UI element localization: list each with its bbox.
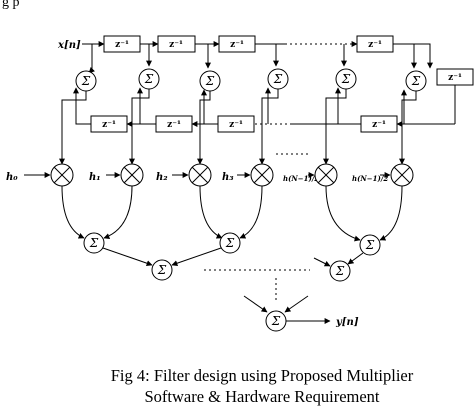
- mult-to-sum-wires: [61, 185, 403, 242]
- multiplier-6: [390, 163, 414, 187]
- delay-box-top-1: z⁻¹: [103, 35, 141, 53]
- sum-mid-2: Σ: [219, 232, 241, 254]
- output-label: y[n]: [335, 317, 359, 328]
- sum-symbol: Σ: [365, 238, 375, 252]
- sum-symbol: Σ: [341, 72, 351, 86]
- delay-box-bottom-1: z⁻¹: [90, 115, 128, 133]
- input-label: x[n]: [57, 40, 81, 51]
- delay-box-bottom-2: z⁻¹: [155, 115, 193, 133]
- header-fragment: g p: [2, 0, 20, 10]
- sum-top-6: Σ: [405, 70, 427, 92]
- sum-symbol: Σ: [271, 314, 281, 328]
- coef-label-h1: h₁: [89, 172, 101, 183]
- delay-label: z⁻¹: [372, 120, 386, 130]
- coef-label-h3: h₃: [222, 172, 234, 183]
- coef-label-hN: h(N−1)/2: [352, 174, 388, 183]
- summer-to-mult-wires: [59, 89, 417, 165]
- top-taps: [88, 43, 433, 74]
- delay-box-bottom-3: z⁻¹: [217, 115, 255, 133]
- coef-h1: h₁: [89, 172, 121, 183]
- sum-symbol: Σ: [144, 72, 154, 86]
- sum-top-5: Σ: [335, 68, 357, 90]
- delay-box-right: z⁻¹: [436, 68, 474, 86]
- multiplier-4: [250, 163, 274, 187]
- sum-symbol: Σ: [273, 72, 283, 86]
- delay-box-bottom-4: z⁻¹: [360, 115, 398, 133]
- delay-label: z⁻¹: [448, 73, 462, 83]
- coef-label-h2: h₂: [156, 172, 168, 183]
- sum-symbol: Σ: [89, 236, 99, 250]
- multiplier-1: [50, 163, 74, 187]
- sum-symbol: Σ: [411, 74, 421, 88]
- bottom-taps: [73, 87, 407, 125]
- delay-label: z⁻¹: [169, 40, 183, 50]
- multiplier-5: [314, 163, 338, 187]
- delay-label: z⁻¹: [102, 120, 116, 130]
- sum-top-3: Σ: [199, 70, 221, 92]
- sum-symbol: Σ: [205, 74, 215, 88]
- sum-top-1: Σ: [75, 70, 97, 92]
- coef-h2: h₂: [156, 172, 189, 183]
- coef-label-h0: h₀: [6, 172, 18, 183]
- delay-label: z⁻¹: [229, 120, 243, 130]
- caption-line-1: Fig 4: Filter design using Proposed Mult…: [111, 366, 414, 385]
- delay-label: z⁻¹: [115, 40, 129, 50]
- sum-mid-3: Σ: [359, 234, 381, 256]
- top-delay-line: x[n]: [57, 40, 420, 51]
- sum-top-4: Σ: [267, 68, 289, 90]
- sum-symbol: Σ: [335, 264, 345, 278]
- coef-hN: h(N−1)/2: [352, 172, 391, 183]
- sum-symbol: Σ: [81, 74, 91, 88]
- coef-h0: h₀: [6, 172, 51, 183]
- coef-hN-1: h(N−1)/2 −1: [283, 172, 332, 183]
- delay-label: z⁻¹: [368, 40, 382, 50]
- delay-box-top-2: z⁻¹: [157, 35, 196, 53]
- delay-box-top-3: z⁻¹: [218, 35, 256, 53]
- sum-symbol: Σ: [157, 263, 167, 277]
- sum-mid-1: Σ: [83, 232, 105, 254]
- sum-symbol: Σ: [225, 236, 235, 250]
- multiplier-2: [120, 163, 144, 187]
- caption-line-2: Software & Hardware Requirement: [144, 387, 379, 406]
- coef-label-hN-minus: h(N−1)/2 −1: [283, 174, 332, 183]
- delay-label: z⁻¹: [230, 40, 244, 50]
- coef-h3: h₃: [222, 172, 251, 183]
- sum-low-2: Σ: [329, 260, 351, 282]
- multiplier-3: [188, 163, 212, 187]
- sum-final: Σ: [265, 310, 287, 332]
- delay-box-top-4: z⁻¹: [356, 35, 394, 53]
- sum-top-2: Σ: [138, 68, 160, 90]
- delay-label: z⁻¹: [167, 120, 181, 130]
- sum-low-1: Σ: [151, 259, 173, 281]
